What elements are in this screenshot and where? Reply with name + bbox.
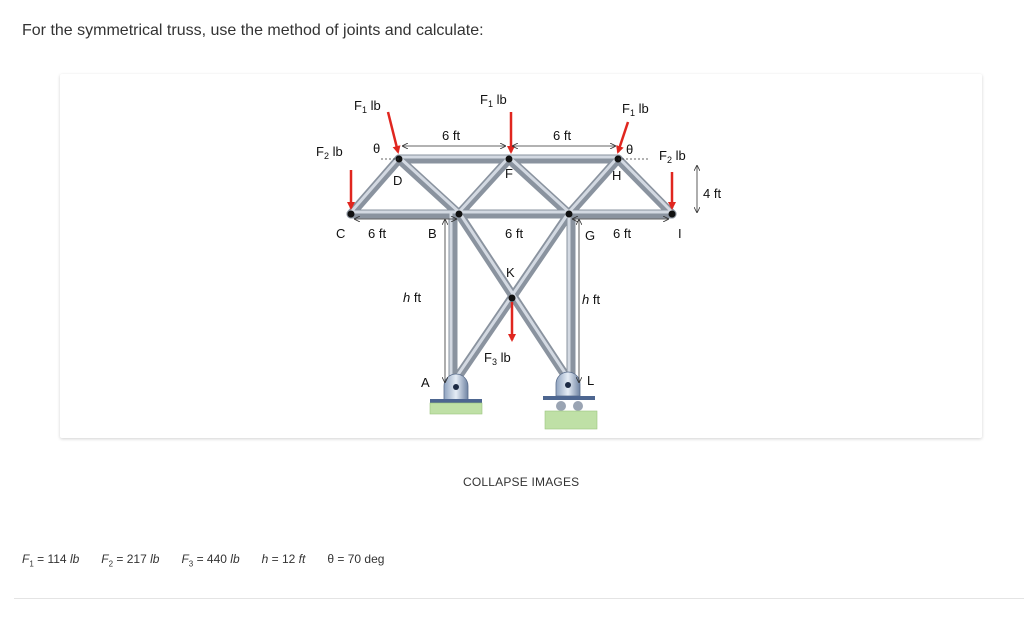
roller-support-l bbox=[543, 371, 598, 430]
joint-k: K bbox=[506, 265, 515, 280]
joint-d: D bbox=[393, 173, 402, 188]
f2-label-left: F2 lb bbox=[316, 144, 343, 161]
joint-g: G bbox=[585, 228, 595, 243]
question-text: For the symmetrical truss, use the metho… bbox=[22, 22, 484, 39]
dim-bottom-right: 6 ft bbox=[613, 226, 631, 241]
truss-figure: F1 lb F1 lb F1 lb F2 lb F2 lb F3 lb θ θ … bbox=[60, 74, 982, 438]
param-f3: F3 = 440 lb bbox=[181, 552, 240, 569]
f2-label-right: F2 lb bbox=[659, 148, 686, 165]
joint-b: B bbox=[428, 226, 437, 241]
given-parameters: F1 = 114 lb F2 = 217 lb F3 = 440 lb h = … bbox=[22, 552, 384, 568]
f1-label-center: F1 lb bbox=[480, 92, 507, 109]
f1-label-right: F1 lb bbox=[622, 101, 649, 118]
joint-f: F bbox=[505, 166, 513, 181]
dim-height-4ft: 4 ft bbox=[703, 186, 721, 201]
joint-l: L bbox=[587, 373, 594, 388]
joint-h: H bbox=[612, 168, 621, 183]
divider bbox=[14, 598, 1024, 599]
dim-h-right: h ft bbox=[582, 292, 600, 307]
f3-label: F3 lb bbox=[484, 350, 511, 367]
joint-i: I bbox=[678, 226, 682, 241]
joint-dots bbox=[347, 155, 676, 302]
dim-bottom-center: 6 ft bbox=[505, 226, 523, 241]
pin-support-a bbox=[429, 373, 483, 415]
joint-a: A bbox=[421, 375, 430, 390]
dim-h-left: h ft bbox=[403, 290, 421, 305]
theta-left: θ bbox=[373, 141, 380, 156]
f1-label-left: F1 lb bbox=[354, 98, 381, 115]
param-f2: F2 = 217 lb bbox=[101, 552, 160, 569]
collapse-images-button[interactable]: COLLAPSE IMAGES bbox=[463, 475, 580, 489]
dim-top-left: 6 ft bbox=[442, 128, 460, 143]
param-h: h = 12 ft bbox=[261, 552, 306, 566]
dim-top-right: 6 ft bbox=[553, 128, 571, 143]
dim-bottom-left: 6 ft bbox=[368, 226, 386, 241]
joint-c: C bbox=[336, 226, 345, 241]
theta-right: θ bbox=[626, 142, 633, 157]
param-theta: θ = 70 deg bbox=[327, 552, 385, 566]
param-f1: F1 = 114 lb bbox=[22, 552, 80, 569]
load-arrows bbox=[347, 111, 676, 342]
